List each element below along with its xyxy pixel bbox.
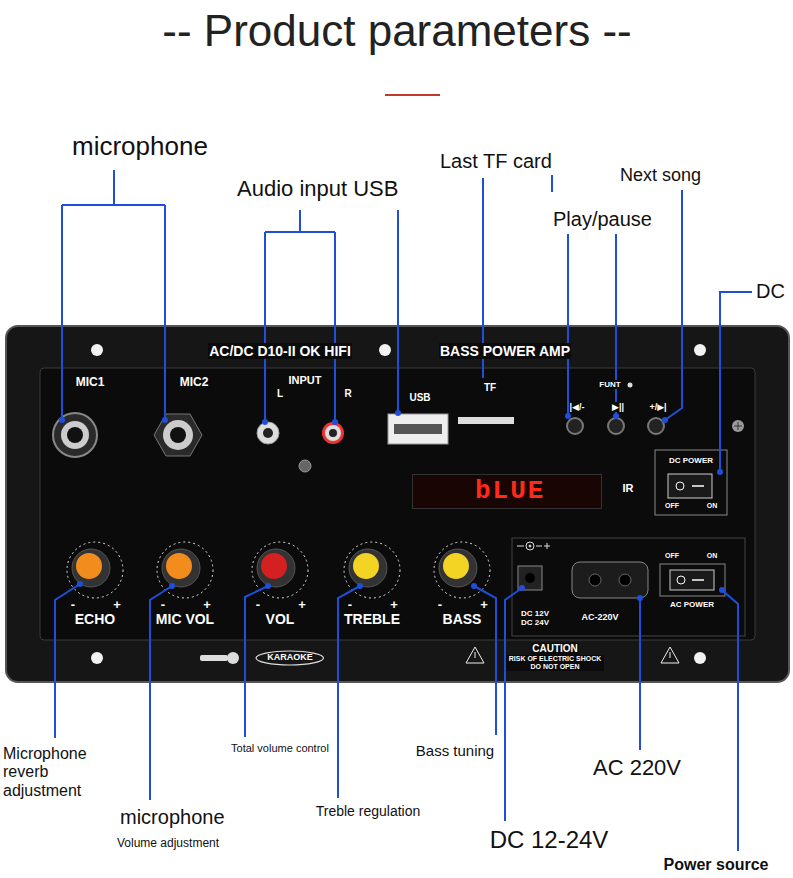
knob-label: VOL [265,611,296,627]
knob-sign: + [297,598,307,613]
callout-label: DC 12-24V [490,826,609,854]
led-display: bLUE [412,474,602,509]
switch-label: AC POWER [669,600,715,609]
ac-socket [572,562,648,598]
callout-label: Treble regulation [316,803,421,819]
port-label: MIC2 [179,376,210,390]
warning-label: RISK OF ELECTRIC SHOCK DO NOT OPEN [506,655,604,671]
knob-label: MIC VOL [155,611,215,627]
microphone-icon [200,652,239,664]
socket-label: AC-220V [580,612,619,622]
callout-label: Power source [664,856,769,874]
button-label: |◀/- [569,402,586,412]
callout-label: AC 220V [593,755,681,780]
rca-jack [257,422,344,472]
leader-line [55,170,752,851]
node-text: KARAOKE [267,653,313,663]
power-area-outline [512,538,745,636]
usb-port [388,414,448,444]
ac-power-switch [660,564,725,596]
dc-power-switch [655,450,727,515]
control-knob [67,542,490,598]
screw [732,420,744,432]
led-dot [628,383,633,388]
knob-label: ECHO [74,611,116,627]
button-label: +/▶| [648,402,667,412]
board-model: BASS POWER AMP [439,343,571,359]
title-underline [385,94,440,96]
port-label: MIC1 [75,376,106,390]
push-button [567,418,664,434]
callout-label: DC [756,280,785,303]
callout-label: Audio input USB [237,176,398,201]
button-label: FUNT [598,380,621,389]
port-label: TF [483,382,497,394]
port-label: INPUT [288,374,323,387]
tf-slot [458,417,514,424]
callout-label: Bass tuning [416,742,494,759]
port-label: L [276,388,284,400]
switch-state: OFF [664,502,680,510]
karaoke-oval: KARAOKE [255,650,325,666]
callout-label: Last TF card [440,150,552,173]
switch-label: DC POWER [668,456,714,465]
switch-state: ON [706,552,719,560]
knob-label: BASS [442,611,483,627]
board-model: AC/DC D10-II OK HIFI [208,343,352,359]
dc-polarity-symbol [517,542,550,550]
switch-state: ON [706,502,719,510]
port-label: USB [408,392,431,404]
knob-sign: - [255,598,261,613]
callout-label: Next song [620,165,701,186]
socket-label: DC 12V DC 24V [517,609,553,627]
switch-state: OFF [664,552,680,560]
mic-jack [53,413,202,457]
callout-label: Play/pause [553,208,652,231]
button-label: ▶|| [611,402,625,412]
node-text: bLUE [475,477,545,506]
leader-dot [59,410,725,601]
callout-label: Total volume control [231,742,329,755]
warning-label: CAUTION [531,643,579,655]
knob-label: TREBLE [343,611,401,627]
page-title: -- Product parameters -- [162,6,631,57]
callout-label: Microphone reverb adjustment [3,745,108,800]
port-label: R [343,388,352,400]
callout-label: microphone [120,806,225,829]
dc-jack [518,566,542,590]
callout-label: microphone [72,132,208,162]
callout-label: Volume adjustment [117,837,219,851]
sensor-label: IR [622,482,635,495]
